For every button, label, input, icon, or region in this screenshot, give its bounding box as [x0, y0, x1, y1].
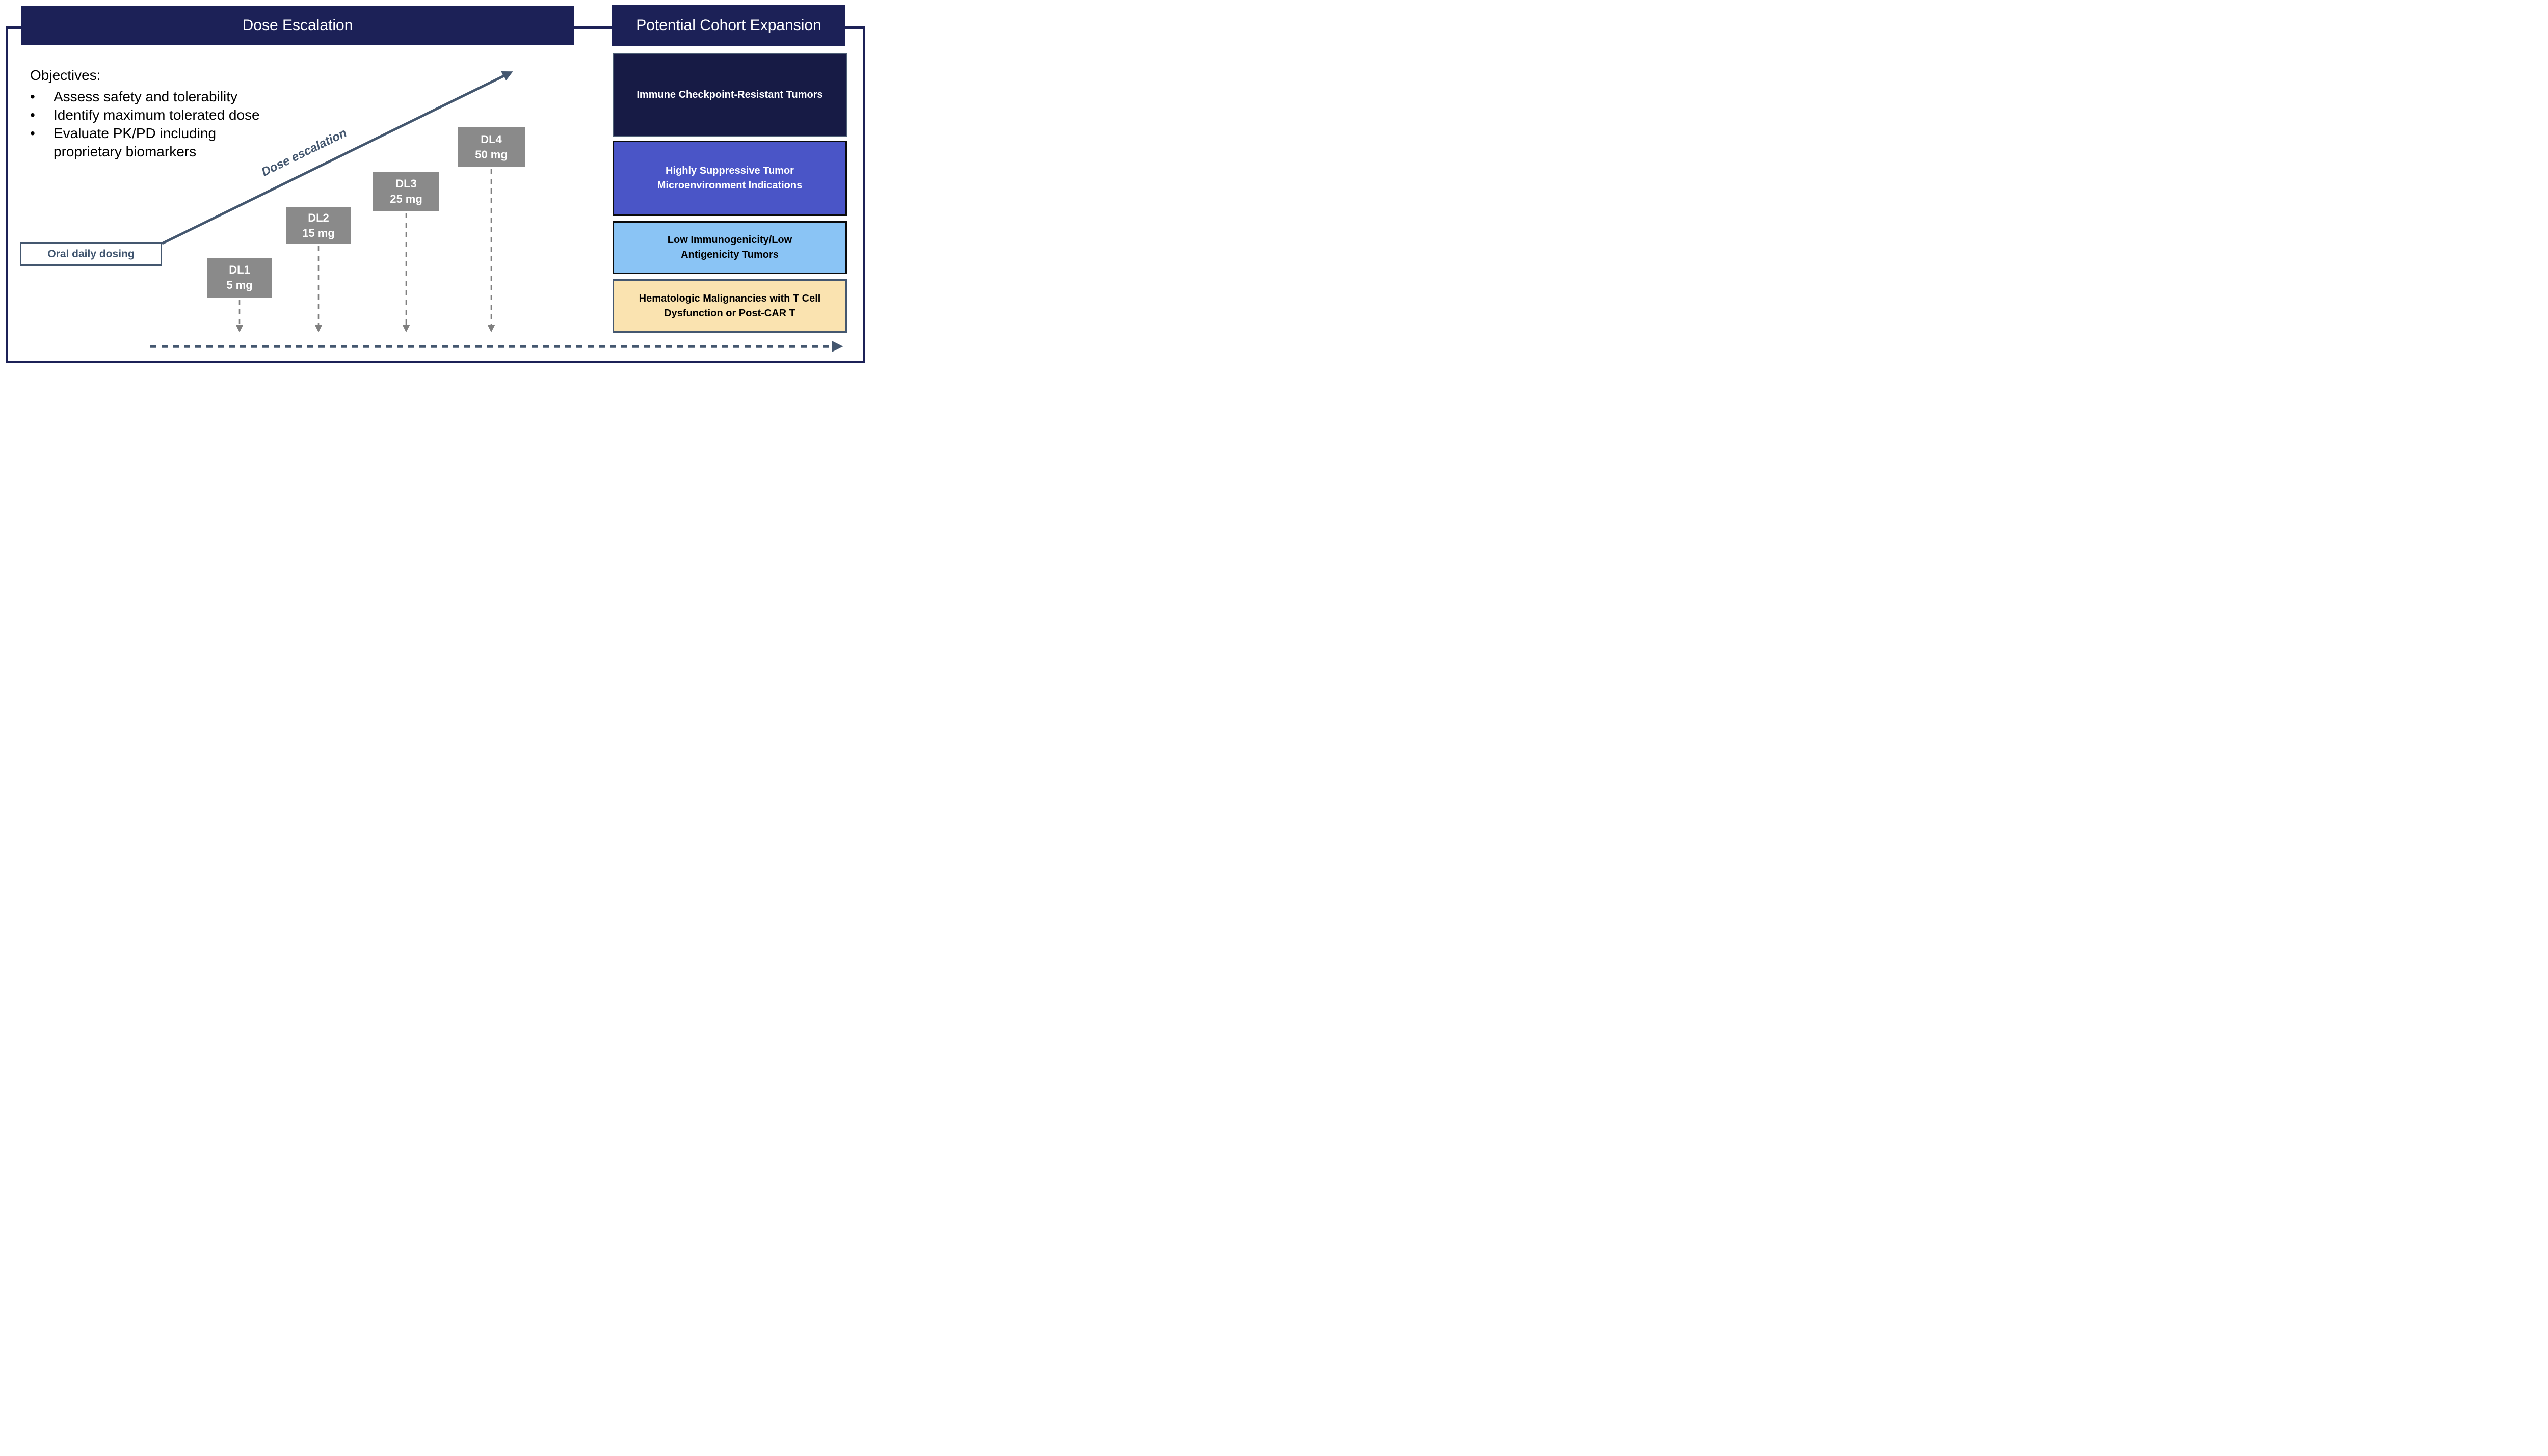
dose-level-box-dl1: DL1 5 mg [207, 258, 272, 298]
dose-level-box-dl2: DL2 15 mg [286, 207, 351, 244]
cohort-label: Highly Suppressive Tumor Microenvironmen… [657, 165, 803, 191]
dose-level-amount: 5 mg [226, 279, 253, 291]
cohort-box-low-immunogenicity: Low Immunogenicity/Low Antigenicity Tumo… [613, 221, 847, 274]
cohort-box-highly-suppressive-tme: Highly Suppressive Tumor Microenvironmen… [613, 141, 847, 216]
dose-level-name: DL2 [308, 211, 329, 224]
oral-daily-dosing-box: Oral daily dosing [20, 242, 162, 266]
dose-escalation-header: Dose Escalation [21, 6, 574, 45]
slide-canvas: Dose Escalation Potential Cohort Expansi… [0, 0, 867, 364]
dose-level-box-dl4: DL4 50 mg [458, 127, 525, 167]
cohort-expansion-header: Potential Cohort Expansion [612, 5, 845, 46]
dose-level-amount: 50 mg [475, 148, 508, 161]
objectives-block: Objectives: Assess safety and tolerabili… [30, 66, 260, 161]
objective-item: Evaluate PK/PD including proprietary bio… [30, 124, 260, 161]
objective-text: Identify maximum tolerated dose [54, 107, 260, 123]
bullet-icon [30, 124, 54, 161]
dose-escalation-arrow [161, 71, 513, 245]
arrows-layer [150, 71, 843, 352]
cohort-label: Hematologic Malignancies with T Cell Dys… [639, 292, 821, 319]
dose-level-box-dl3: DL3 25 mg [373, 172, 439, 211]
objective-item: Identify maximum tolerated dose [30, 106, 260, 124]
cohort-box-immune-checkpoint-resistant: Immune Checkpoint-Resistant Tumors [613, 53, 847, 137]
cohort-box-hematologic-malignancies: Hematologic Malignancies with T Cell Dys… [613, 279, 847, 333]
bullet-icon [30, 106, 54, 124]
dose-level-amount: 25 mg [390, 192, 422, 205]
objective-text: Evaluate PK/PD including proprietary bio… [54, 125, 217, 159]
oral-daily-dosing-label: Oral daily dosing [47, 248, 135, 260]
bullet-icon [30, 88, 54, 106]
objectives-title: Objectives: [30, 67, 101, 83]
dose-level-name: DL1 [229, 263, 250, 276]
dose-level-name: DL4 [481, 132, 502, 146]
cohort-label: Low Immunogenicity/Low Antigenicity Tumo… [667, 234, 792, 260]
dose-level-name: DL3 [395, 177, 417, 190]
objective-text: Assess safety and tolerability [54, 89, 238, 104]
cohort-label: Immune Checkpoint-Resistant Tumors [636, 89, 823, 100]
dose-level-amount: 15 mg [302, 227, 335, 239]
objective-item: Assess safety and tolerability [30, 88, 260, 106]
